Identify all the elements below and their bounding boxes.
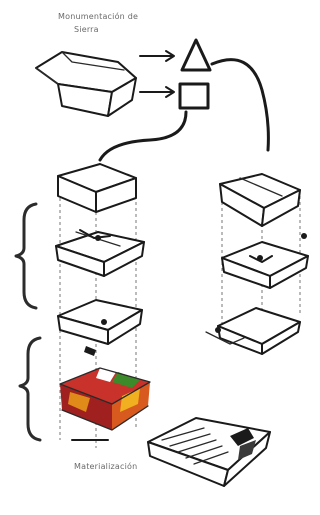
brace-upper bbox=[14, 202, 38, 310]
arrow-to-square bbox=[139, 86, 175, 98]
top-caption-line-1: Monumentación de bbox=[58, 12, 139, 21]
left-stack-colored-block bbox=[59, 346, 151, 431]
left-stack-level-3 bbox=[57, 299, 143, 345]
curve-to-right-stack bbox=[210, 58, 270, 152]
brace-lower bbox=[18, 336, 42, 442]
top-caption-line-2: Sierra bbox=[74, 25, 99, 34]
right-stack-level-2 bbox=[221, 233, 309, 289]
terrace-model bbox=[147, 417, 271, 487]
curve-to-left-stack bbox=[98, 110, 188, 162]
left-stack-roof-block bbox=[57, 163, 137, 213]
square-symbol bbox=[178, 82, 210, 110]
arrow-to-triangle bbox=[139, 50, 175, 62]
top-pavilion-block bbox=[35, 51, 137, 117]
triangle-symbol bbox=[180, 38, 212, 72]
right-stack-level-3 bbox=[205, 307, 301, 355]
bottom-caption: Materialización bbox=[74, 462, 138, 471]
right-stack-roof-block bbox=[219, 173, 301, 227]
left-stack-level-2 bbox=[55, 229, 145, 277]
